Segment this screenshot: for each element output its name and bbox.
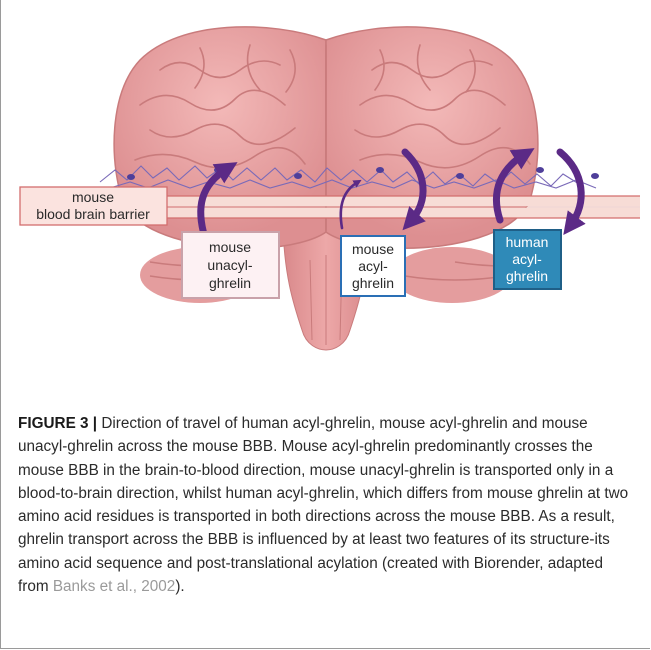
- caption-text: Direction of travel of human acyl-ghreli…: [18, 415, 628, 595]
- box-human-acyl-line-1: human: [506, 234, 549, 250]
- barrier-label-line-2: blood brain barrier: [36, 206, 150, 222]
- box-human-acyl-line-3: ghrelin: [506, 268, 548, 284]
- box-mouse-unacyl-line-3: ghrelin: [209, 275, 251, 291]
- box-mouse-acyl-line-2: acyl-: [358, 258, 388, 274]
- figure-illustration: mouse blood brain barrier mouse unacyl- …: [0, 0, 651, 370]
- box-mouse-acyl-line-3: ghrelin: [352, 275, 394, 291]
- barrier-label-line-1: mouse: [72, 189, 114, 205]
- figure-caption: FIGURE 3 | Direction of travel of human …: [18, 412, 634, 598]
- box-human-acyl-line-2: acyl-: [512, 251, 542, 267]
- box-mouse-unacyl-line-1: mouse: [209, 239, 251, 255]
- citation-link[interactable]: Banks et al., 2002: [53, 578, 175, 595]
- caption-end: ).: [175, 578, 184, 595]
- box-mouse-unacyl-ghrelin: mouse unacyl- ghrelin: [182, 232, 279, 298]
- blood-brain-barrier: [166, 196, 640, 218]
- box-mouse-acyl-line-1: mouse: [352, 241, 394, 257]
- box-mouse-unacyl-line-2: unacyl-: [207, 257, 252, 273]
- figure-label: FIGURE 3 |: [18, 415, 97, 432]
- barrier-label: mouse blood brain barrier: [20, 187, 167, 225]
- box-mouse-acyl-ghrelin: mouse acyl- ghrelin: [341, 236, 405, 296]
- box-human-acyl-ghrelin: human acyl- ghrelin: [494, 230, 561, 289]
